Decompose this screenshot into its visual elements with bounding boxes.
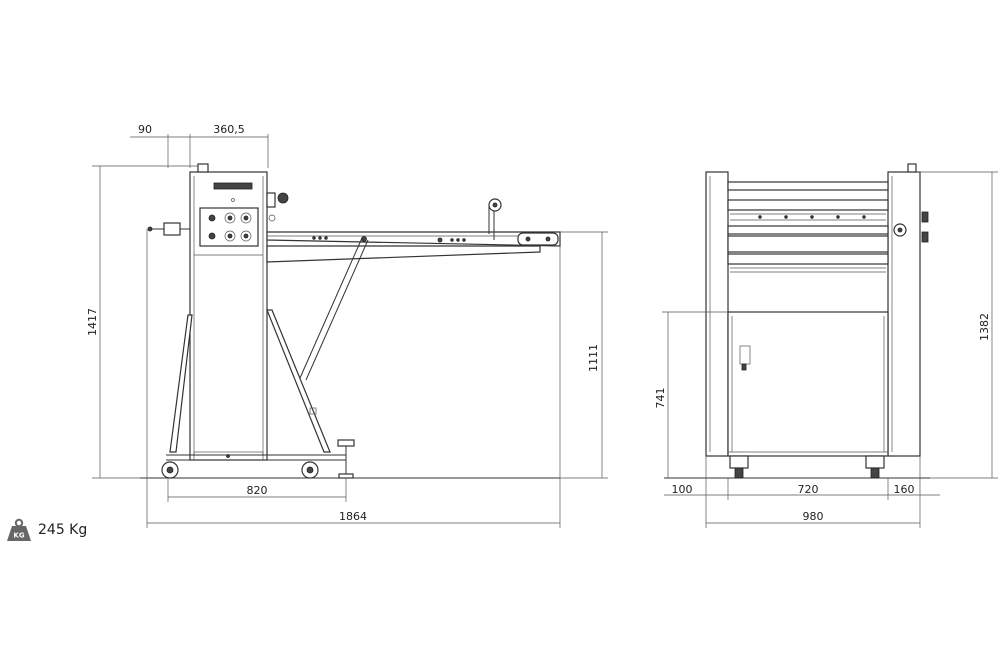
front-view: 1382 741 100 720 160 980 [654, 163, 998, 528]
front-left-caster [729, 455, 749, 469]
side-control-panel [199, 207, 259, 247]
front-right-caster [865, 455, 885, 469]
side-support-strut [299, 237, 363, 379]
front-left-panel [705, 171, 729, 457]
dim-front-right-offset: 160 [894, 483, 915, 496]
front-right-panel [887, 171, 921, 457]
front-lower-roller [727, 235, 889, 253]
dim-side-table-height: 1111 [587, 344, 600, 372]
side-brand-label [213, 182, 253, 190]
dim-front-inner-width: 720 [798, 483, 819, 496]
dim-side-total-length: 1864 [339, 510, 367, 523]
side-leveling-foot [338, 473, 354, 479]
weight-icon-label: KG [13, 532, 24, 540]
dim-front-height: 1382 [978, 313, 991, 341]
dim-side-wheelbase: 820 [247, 484, 268, 497]
side-top-cap [197, 163, 209, 173]
weight-indicator: KG 245 Kg [6, 517, 87, 543]
weight-value: 245 Kg [38, 522, 88, 538]
dim-front-cabinet-height: 741 [654, 388, 667, 409]
front-top-roller [727, 199, 889, 211]
dim-front-total-width: 980 [803, 510, 824, 523]
dim-side-height: 1417 [86, 308, 99, 336]
side-view: 90 360,5 1417 1111 820 1864 [86, 123, 608, 528]
side-end-roller [517, 232, 559, 246]
weight-icon: KG [7, 518, 31, 541]
side-left-knob [163, 222, 181, 236]
dim-side-top-left: 90 [138, 123, 152, 136]
dim-side-top-right: 360,5 [213, 123, 245, 136]
dim-front-left-offset: 100 [672, 483, 693, 496]
front-base-cabinet [727, 311, 889, 457]
side-conveyor-arm [266, 231, 561, 247]
side-handwheel-icon [277, 192, 289, 204]
side-rear-leg [169, 314, 193, 453]
side-front-leg [266, 309, 331, 453]
